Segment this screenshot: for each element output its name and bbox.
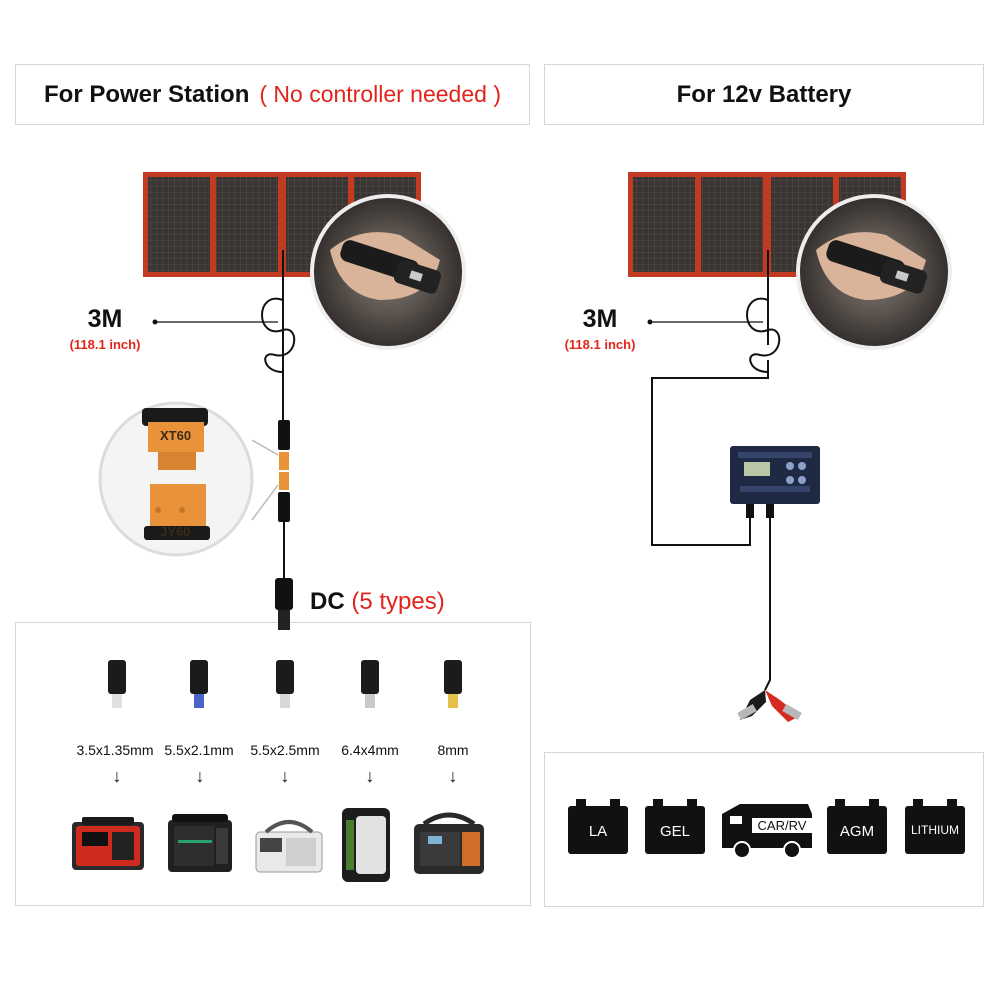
battery-la-icon	[568, 799, 628, 854]
cable-right-coil	[746, 297, 781, 373]
xt60-label: XT60	[160, 428, 192, 443]
car-rv-label: CAR/RV	[752, 818, 812, 833]
battery-la-label: LA	[588, 823, 608, 840]
battery-lithium-label: LITHIUM	[911, 823, 959, 837]
dc-tip-5	[444, 660, 462, 708]
arrow-down-icon: ↓	[195, 766, 205, 786]
battery-agm-icon	[827, 799, 887, 854]
dc-tip-3	[276, 660, 294, 708]
dc-label-text: DC	[310, 588, 345, 615]
tip-size-4: 6.4x4mm	[341, 742, 399, 758]
left-header-title: For Power Station	[44, 80, 250, 108]
jy60-label: JY60	[160, 524, 191, 539]
power-station-black	[168, 814, 232, 872]
battery-lithium-icon	[905, 799, 965, 854]
tip-size-5: 8mm	[437, 742, 469, 758]
battery-clamps	[737, 690, 802, 722]
dc-plug	[275, 578, 293, 630]
arrow-down-icon: ↓	[448, 766, 458, 786]
left-cable-length: 3M	[87, 305, 123, 333]
right-cable-length: 3M	[582, 305, 618, 333]
power-station-orange	[414, 812, 484, 874]
dc-tip-4	[361, 660, 379, 708]
left-header: For Power Station ( No controller needed…	[15, 64, 530, 125]
charge-controller	[730, 446, 820, 518]
dc-tip-2	[190, 660, 208, 708]
left-cable-length-inch: (118.1 inch)	[69, 337, 141, 352]
dc-tip-1	[108, 660, 126, 708]
dc-types-text: (5 types)	[351, 588, 445, 615]
power-station-red	[72, 817, 144, 870]
right-header-title: For 12v Battery	[676, 80, 852, 108]
arrow-down-icon: ↓	[280, 766, 290, 786]
battery-gel-label: GEL	[659, 823, 690, 840]
tip-size-3: 5.5x2.5mm	[250, 742, 320, 758]
dc-label: DC (5 types)	[310, 588, 445, 616]
tip-size-2: 5.5x2.1mm	[164, 742, 234, 758]
power-station-tall	[342, 808, 390, 882]
xt60-connector-inline	[278, 420, 290, 522]
left-header-note: ( No controller needed )	[259, 81, 501, 107]
sae-connector-zoom-right	[796, 194, 952, 350]
cable-right-to-controller	[651, 360, 769, 546]
sae-connector-zoom-left	[310, 194, 466, 350]
tip-size-1: 3.5x1.35mm	[76, 742, 154, 758]
cable-left-coil	[261, 297, 296, 373]
right-cable-length-inch: (118.1 inch)	[564, 337, 636, 352]
battery-gel-icon	[645, 799, 705, 854]
power-station-white	[255, 820, 323, 873]
arrow-down-icon: ↓	[365, 766, 375, 786]
xt60-zoom-circle	[98, 401, 279, 557]
arrow-down-icon: ↓	[112, 766, 122, 786]
right-header: For 12v Battery	[544, 64, 984, 125]
battery-agm-label: AGM	[839, 823, 875, 840]
